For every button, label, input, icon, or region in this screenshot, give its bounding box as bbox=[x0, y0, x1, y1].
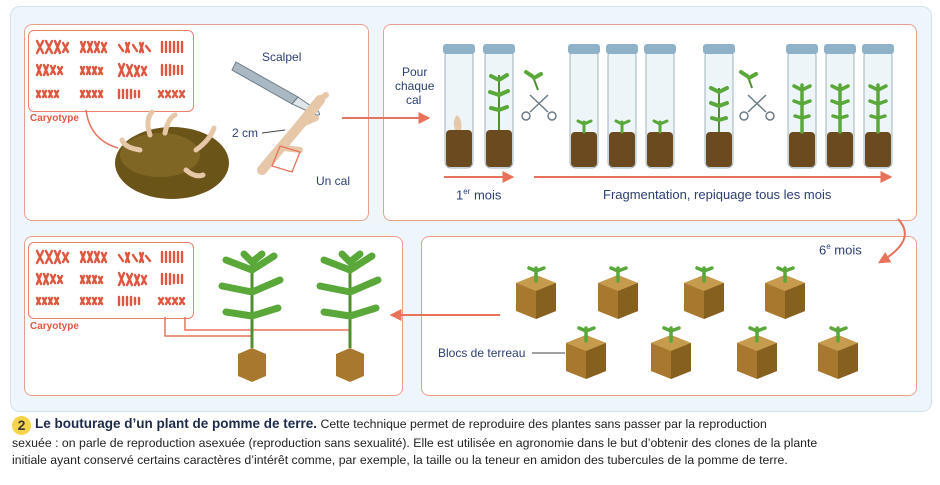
fragmentation-label: Fragmentation, repiquage tous les mois bbox=[603, 187, 832, 202]
karyotype-label-bottom: Caryotype bbox=[30, 321, 79, 332]
test-tube-9 bbox=[862, 44, 894, 169]
test-tube-3 bbox=[568, 44, 600, 169]
month-1-sup: er bbox=[463, 187, 471, 196]
scissors-icon-2 bbox=[739, 94, 775, 121]
karyotype-connector-bottom-1 bbox=[164, 317, 252, 337]
soil-blocks-icon bbox=[516, 266, 858, 379]
month-1-label: 1er mois bbox=[456, 187, 501, 202]
test-tube-8 bbox=[824, 44, 856, 169]
cutting-piece-1 bbox=[524, 70, 543, 91]
test-tube-7 bbox=[786, 44, 818, 169]
karyotype-box-bottom bbox=[28, 242, 194, 319]
potato-tuber-icon bbox=[115, 109, 229, 199]
scissors-icon-1 bbox=[521, 94, 557, 121]
month-6-label: 6e mois bbox=[819, 242, 862, 257]
test-tube-2 bbox=[483, 44, 515, 169]
test-tube-4 bbox=[606, 44, 638, 169]
cal-label-2: cal bbox=[406, 93, 422, 107]
test-tube-1 bbox=[443, 44, 475, 169]
karyotype-label-top: Caryotype bbox=[30, 113, 79, 124]
karyotype-chromosomes-top bbox=[35, 39, 186, 100]
blocs-label: Blocs de terreau bbox=[438, 346, 526, 360]
caption-line-3: initiale ayant conservé certains caractè… bbox=[12, 453, 788, 467]
karyotype-chromosomes-bottom bbox=[35, 249, 186, 307]
month-6-sup: e bbox=[826, 242, 831, 251]
figure-caption: 2 Le bouturage d’un plant de pomme de ter… bbox=[12, 415, 930, 469]
figure-number-badge: 2 bbox=[12, 416, 31, 435]
month-6-number: 6 bbox=[819, 242, 827, 258]
month-1-text: mois bbox=[470, 187, 502, 203]
scalpel-label: Scalpel bbox=[262, 50, 302, 64]
caption-line-2: sexuée : on parle de reproduction asexué… bbox=[12, 436, 818, 450]
month-1-number: 1 bbox=[456, 187, 464, 203]
caption-title: Le bouturage d’un plant de pomme de terr… bbox=[35, 416, 318, 431]
scalpel-icon bbox=[231, 61, 321, 116]
sprout-cutting-icon bbox=[257, 92, 329, 175]
test-tube-5 bbox=[644, 44, 676, 169]
karyotype-connector-top bbox=[85, 109, 119, 149]
pour-label: Pour bbox=[402, 65, 428, 79]
clone-plant-1 bbox=[218, 250, 284, 382]
month-6-text: mois bbox=[830, 242, 862, 258]
arrow-month-6 bbox=[877, 218, 906, 264]
length-label: 2 cm bbox=[232, 126, 259, 140]
test-tube-6 bbox=[703, 44, 735, 169]
caption-line-1: Cette technique permet de reproduire des… bbox=[317, 417, 767, 431]
chaque-label: chaque bbox=[395, 79, 435, 93]
cal-label: Un cal bbox=[316, 174, 351, 188]
karyotype-box-top bbox=[28, 30, 194, 112]
karyotype-connector-bottom-2 bbox=[184, 317, 350, 331]
clone-plant-2 bbox=[316, 250, 382, 382]
cutting-piece-2 bbox=[739, 70, 758, 89]
